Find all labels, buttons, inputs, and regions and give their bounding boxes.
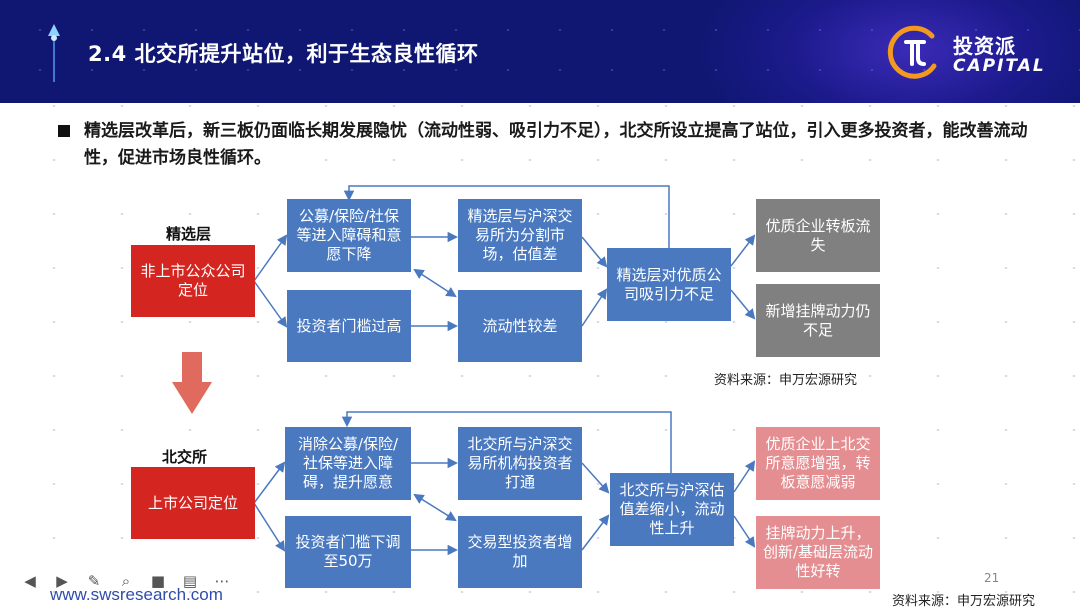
- bottom-flow-label: 北交所: [162, 448, 208, 466]
- top-box-d: 流动性较差: [458, 290, 582, 362]
- camera-icon[interactable]: ■: [150, 572, 166, 590]
- logo-text: 投资派: [953, 34, 1016, 58]
- next-slide-icon[interactable]: ▶: [56, 572, 68, 590]
- bottom-box-d: 交易型投资者增加: [458, 516, 582, 588]
- top-box-e: 精选层对优质公司吸引力不足: [607, 248, 731, 321]
- zoom-icon[interactable]: ⌕: [121, 572, 131, 590]
- bullet-square-icon: [58, 125, 70, 137]
- pen-icon[interactable]: ✎: [87, 572, 101, 590]
- bottom-start-box: 上市公司定位: [131, 467, 255, 539]
- page-number: 21: [984, 571, 1000, 585]
- top-box-c: 精选层与沪深交易所为分割市场，估值差: [458, 199, 582, 272]
- page-title: 2.4 北交所提升站位，利于生态良性循环: [88, 42, 479, 66]
- bottom-source-note: 资料来源：申万宏源研究: [892, 594, 1036, 609]
- top-out-1: 优质企业转板流失: [756, 199, 880, 272]
- presentation-toolbar: ◀ ▶ ✎ ⌕ ■ ▤ ⋯: [20, 571, 232, 591]
- intro-paragraph: 精选层改革后，新三板仍面临长期发展隐忧（流动性弱、吸引力不足），北交所设立提高了…: [84, 121, 1028, 168]
- logo-subtext: CAPITAL: [953, 56, 1046, 76]
- header-banner: 2.4 北交所提升站位，利于生态良性循环 投资派 CAPITAL: [0, 0, 1080, 103]
- bottom-box-e: 北交所与沪深估值差缩小，流动性上升: [610, 473, 734, 546]
- rocket-icon: [48, 24, 60, 82]
- top-start-box: 非上市公众公司定位: [131, 245, 255, 317]
- bottom-out-1: 优质企业上北交所意愿增强，转板意愿减弱: [756, 427, 880, 500]
- top-box-a: 公募/保险/社保等进入障碍和意愿下降: [287, 199, 411, 272]
- top-flow-label: 精选层: [166, 225, 212, 243]
- more-options-icon[interactable]: ⋯: [214, 572, 230, 590]
- bottom-out-2: 挂牌动力上升，创新/基础层流动性好转: [756, 516, 880, 589]
- subtitles-icon[interactable]: ▤: [182, 572, 198, 590]
- bottom-box-c: 北交所与沪深交易所机构投资者打通: [458, 427, 582, 500]
- bottom-box-a: 消除公募/保险/社保等进入障碍，提升愿意: [285, 427, 411, 500]
- bottom-box-b: 投资者门槛下调至50万: [285, 516, 411, 588]
- top-out-2: 新增挂牌动力仍不足: [756, 284, 880, 357]
- footer-url[interactable]: www.swsresearch.com: [50, 585, 223, 604]
- top-box-b: 投资者门槛过高: [287, 290, 411, 362]
- top-source-note: 资料来源：申万宏源研究: [714, 373, 858, 388]
- prev-slide-icon[interactable]: ◀: [24, 572, 36, 590]
- logo-icon: [887, 25, 937, 79]
